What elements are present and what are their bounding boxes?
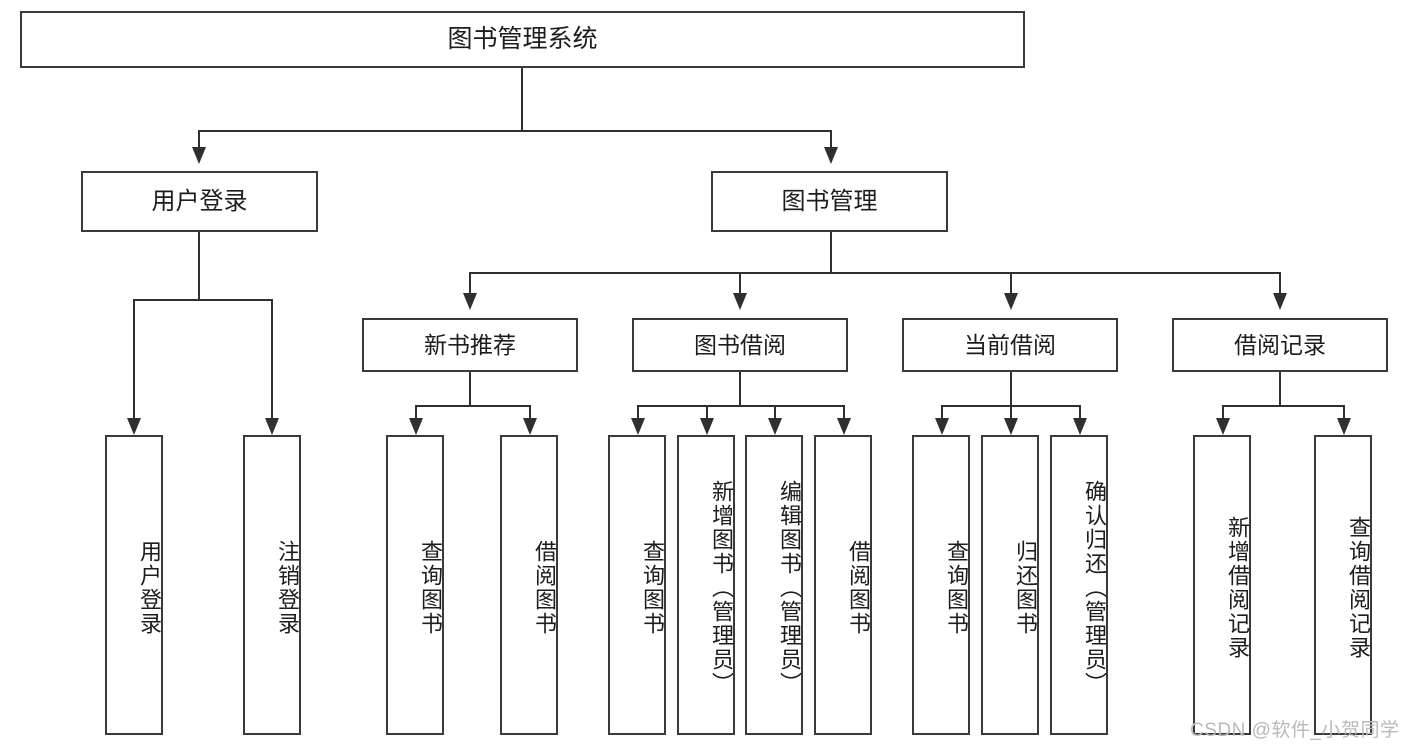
connector-drop-book-borrow	[739, 272, 741, 293]
connector-drop-bb-leaf-2	[706, 405, 708, 418]
node-label: 图书借阅	[694, 331, 786, 358]
node-label: 用户登录	[137, 540, 162, 636]
leaf-bb-query-book[interactable]: 查询图书	[608, 435, 666, 735]
connector-root-stem	[521, 68, 523, 130]
node-label: 查询借阅记录	[1346, 516, 1371, 660]
connector-current-borrow-stem	[1010, 372, 1012, 405]
node-label: 新增借阅记录	[1225, 516, 1250, 660]
arrow-bb-leaf-4	[837, 418, 851, 435]
leaf-nb-query-book[interactable]: 查询图书	[386, 435, 444, 735]
node-book-manage[interactable]: 图书管理	[711, 171, 948, 232]
leaf-cb-return-book[interactable]: 归还图书	[981, 435, 1039, 735]
arrow-book-manage	[824, 147, 838, 164]
node-label: 借阅图书	[532, 540, 557, 636]
arrow-br-leaf-1	[1216, 418, 1230, 435]
arrow-bb-leaf-3	[768, 418, 782, 435]
leaf-logout[interactable]: 注销登录	[243, 435, 301, 735]
arrow-user-login	[192, 147, 206, 164]
arrow-leaf-logout	[265, 418, 279, 435]
arrow-bb-leaf-1	[631, 418, 645, 435]
connector-new-book-stem	[469, 372, 471, 405]
connector-book-borrow-bus	[637, 405, 845, 407]
node-label: 查询图书	[418, 540, 443, 636]
connector-book-manage-stem	[830, 232, 832, 272]
connector-user-login-stem	[198, 232, 200, 299]
connector-level2-bus	[198, 130, 832, 132]
arrow-nb-leaf-1	[409, 418, 423, 435]
arrow-cb-leaf-1	[935, 418, 949, 435]
connector-drop-br-leaf-1	[1222, 405, 1224, 418]
connector-drop-bb-leaf-1	[637, 405, 639, 418]
leaf-cb-confirm-return-admin[interactable]: 确认归还（管理员）	[1050, 435, 1108, 735]
leaf-br-add-record[interactable]: 新增借阅记录	[1193, 435, 1251, 735]
connector-borrow-record-stem	[1279, 372, 1281, 405]
leaf-nb-borrow-book[interactable]: 借阅图书	[500, 435, 558, 735]
node-borrow-record[interactable]: 借阅记录	[1172, 318, 1388, 372]
arrow-current-borrow	[1004, 293, 1018, 310]
node-label: 图书管理系统	[447, 24, 598, 53]
connector-drop-leaf-user-login	[133, 299, 135, 418]
arrow-book-borrow	[733, 293, 747, 310]
node-label: 注销登录	[275, 540, 300, 636]
connector-drop-cb-leaf-2	[1010, 405, 1012, 418]
leaf-br-query-record[interactable]: 查询借阅记录	[1314, 435, 1372, 735]
connector-drop-bb-leaf-4	[843, 405, 845, 418]
node-label: 新书推荐	[424, 331, 516, 358]
leaf-bb-edit-book-admin[interactable]: 编辑图书（管理员）	[745, 435, 803, 735]
connector-drop-new-book	[469, 272, 471, 293]
node-label: 借阅记录	[1234, 331, 1326, 358]
leaf-bb-borrow-book[interactable]: 借阅图书	[814, 435, 872, 735]
arrow-new-book	[463, 293, 477, 310]
connector-drop-cb-leaf-1	[941, 405, 943, 418]
node-label: 新增图书（管理员）	[709, 480, 734, 696]
connector-level3-bus	[469, 272, 1281, 274]
node-label: 查询图书	[640, 540, 665, 636]
node-root-system[interactable]: 图书管理系统	[20, 11, 1025, 68]
connector-drop-nb-leaf-2	[529, 405, 531, 418]
connector-drop-user-login	[198, 130, 200, 147]
node-label: 借阅图书	[846, 540, 871, 636]
node-label: 用户登录	[151, 187, 248, 215]
node-current-borrow[interactable]: 当前借阅	[902, 318, 1118, 372]
connector-drop-nb-leaf-1	[415, 405, 417, 418]
node-label: 编辑图书（管理员）	[777, 480, 802, 696]
connector-new-book-bus	[415, 405, 531, 407]
node-label: 图书管理	[781, 187, 878, 215]
connector-user-login-bus	[133, 299, 273, 301]
connector-book-borrow-stem	[739, 372, 741, 405]
connector-drop-leaf-logout	[271, 299, 273, 418]
arrow-nb-leaf-2	[523, 418, 537, 435]
connector-drop-borrow-record	[1279, 272, 1281, 293]
connector-borrow-record-bus	[1222, 405, 1344, 407]
connector-drop-bb-leaf-3	[774, 405, 776, 418]
arrow-br-leaf-2	[1337, 418, 1351, 435]
leaf-cb-query-book[interactable]: 查询图书	[912, 435, 970, 735]
connector-drop-book-manage	[830, 130, 832, 147]
arrow-cb-leaf-2	[1004, 418, 1018, 435]
node-label: 归还图书	[1013, 540, 1038, 636]
node-user-login[interactable]: 用户登录	[81, 171, 318, 232]
node-label: 确认归还（管理员）	[1082, 480, 1107, 696]
node-label: 当前借阅	[964, 331, 1056, 358]
arrow-cb-leaf-3	[1073, 418, 1087, 435]
node-label: 查询图书	[944, 540, 969, 636]
node-new-book-recommend[interactable]: 新书推荐	[362, 318, 578, 372]
connector-drop-cb-leaf-3	[1079, 405, 1081, 418]
arrow-borrow-record	[1273, 293, 1287, 310]
leaf-bb-add-book-admin[interactable]: 新增图书（管理员）	[677, 435, 735, 735]
leaf-user-login[interactable]: 用户登录	[105, 435, 163, 735]
node-book-borrow[interactable]: 图书借阅	[632, 318, 848, 372]
connector-drop-current-borrow	[1010, 272, 1012, 293]
connector-drop-br-leaf-2	[1343, 405, 1345, 418]
arrow-bb-leaf-2	[700, 418, 714, 435]
arrow-leaf-user-login	[127, 418, 141, 435]
